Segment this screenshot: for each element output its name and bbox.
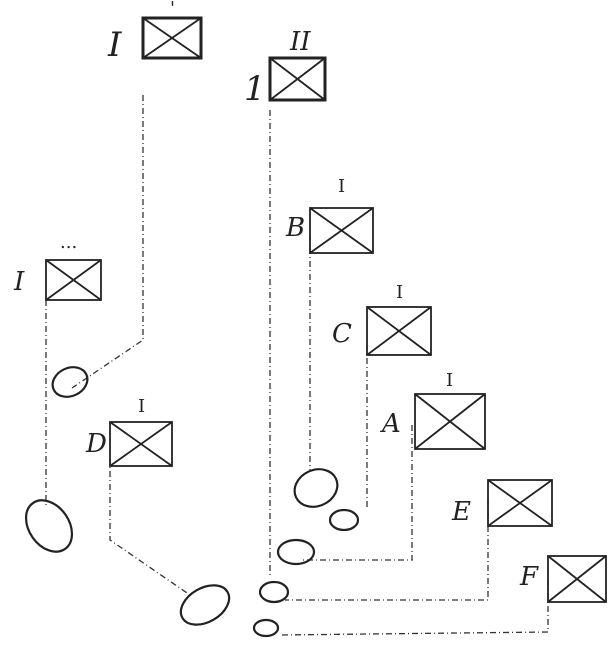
junction-stack-3 xyxy=(276,538,316,566)
fixture-f1-label: I xyxy=(107,25,122,65)
fixture-f6-box xyxy=(414,393,486,450)
fixture-f4-mark: I xyxy=(338,176,345,197)
junction-lower-left xyxy=(24,499,74,553)
wire-f6 xyxy=(300,425,413,561)
fixture-f1-mark: ' xyxy=(170,0,175,19)
fixture-f2-mark: II xyxy=(289,27,311,57)
fixture-f8-label: E xyxy=(451,497,471,527)
fixture-f2-box xyxy=(268,56,327,102)
junction-stack-5 xyxy=(252,618,280,638)
junction-bottom-center xyxy=(179,584,231,626)
wires xyxy=(45,95,549,636)
fixture-f9-label: F xyxy=(519,562,539,592)
wire-f9 xyxy=(279,580,549,636)
wire-f7 xyxy=(109,458,191,596)
fixture-f7: D I xyxy=(85,396,173,467)
fixture-f3: I ... xyxy=(13,232,102,301)
fixture-f2: 1 II xyxy=(244,27,327,109)
fixture-f7-mark: I xyxy=(138,396,145,417)
fixture-f3-box xyxy=(45,259,102,301)
fixture-f1: I ' xyxy=(107,0,203,65)
fixture-f3-label: I xyxy=(13,267,25,297)
fixture-f3-mark: ... xyxy=(60,232,77,253)
junctions xyxy=(24,366,360,638)
fixture-f6-mark: I xyxy=(446,370,453,391)
fixture-f5-label: C xyxy=(332,319,352,349)
junction-stack-2 xyxy=(328,508,360,532)
fixture-f1-box xyxy=(141,16,203,60)
fixture-f5-mark: I xyxy=(396,282,403,303)
fixture-f8-box xyxy=(487,479,553,527)
junction-stack-1 xyxy=(293,468,339,508)
fixture-f5-box xyxy=(366,306,432,356)
fixture-f6: A I xyxy=(380,370,486,450)
fixture-f4-box xyxy=(309,207,374,254)
wire-f1 xyxy=(71,95,144,389)
junction-upper-left xyxy=(51,366,89,398)
fixture-f2-label: 1 xyxy=(244,69,266,109)
fixture-f7-box xyxy=(109,421,173,467)
fixture-f7-label: D xyxy=(85,429,107,459)
wire-f8 xyxy=(285,500,489,601)
fixture-f9-box xyxy=(547,555,607,603)
fixture-f9: F xyxy=(519,555,607,603)
fixture-f6-label: A xyxy=(380,409,401,439)
fixture-f4-label: B xyxy=(285,213,305,243)
fixture-f5: C I xyxy=(332,282,432,356)
junction-stack-4 xyxy=(258,580,290,604)
fixture-f4: B I xyxy=(285,176,374,254)
fixture-f8: E xyxy=(451,479,553,527)
